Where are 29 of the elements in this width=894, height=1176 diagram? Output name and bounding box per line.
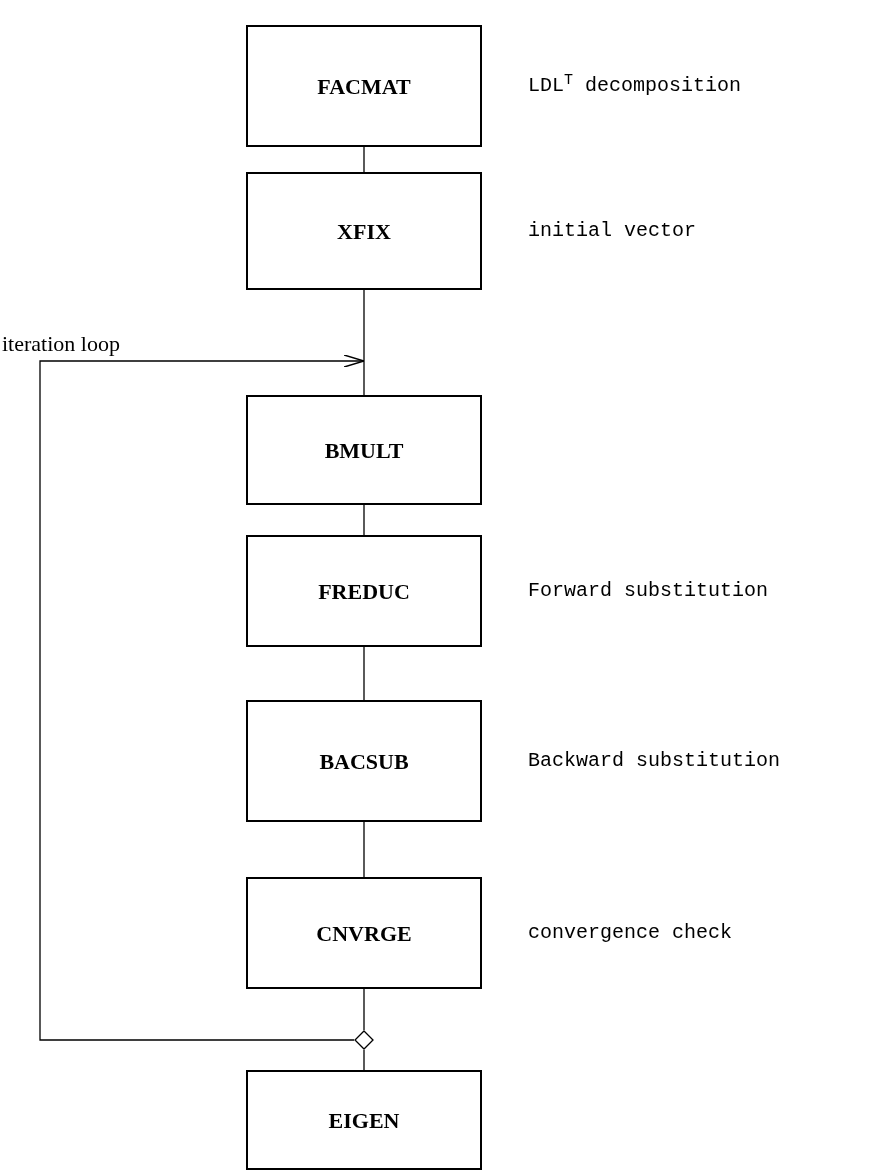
box-label: CNVRGE <box>316 919 412 948</box>
connector-line <box>363 289 365 396</box>
step-description: initial vector <box>528 221 697 241</box>
box-label: BMULT <box>324 436 404 465</box>
connector-line <box>363 821 365 878</box>
box-label: FREDUC <box>318 577 410 606</box>
connector-line <box>363 1049 365 1071</box>
process-box <box>246 700 482 822</box>
box-label: XFIX <box>337 217 391 246</box>
step-description: Backward substitution <box>528 751 781 771</box>
process-box <box>246 535 482 647</box>
box-label: FACMAT <box>317 72 411 101</box>
process-box <box>246 1070 482 1170</box>
process-box <box>246 877 482 989</box>
step-description: LDL$^{T}$ decomposition <box>528 76 742 96</box>
arrow <box>39 354 365 1041</box>
process-box <box>246 395 482 505</box>
box-label: BACSUB <box>319 747 409 776</box>
step-description: Forward substitution <box>528 581 769 601</box>
step-description: convergence check <box>528 923 733 943</box>
box-label: EIGEN <box>328 1106 400 1135</box>
edge-label: iteration loop <box>2 333 120 355</box>
connector-line <box>363 504 365 536</box>
process-box <box>246 172 482 290</box>
connector-line <box>363 988 365 1031</box>
connector-line <box>363 646 365 701</box>
process-box <box>246 25 482 147</box>
connector-line <box>363 146 365 173</box>
decision-diamond <box>354 1030 374 1050</box>
